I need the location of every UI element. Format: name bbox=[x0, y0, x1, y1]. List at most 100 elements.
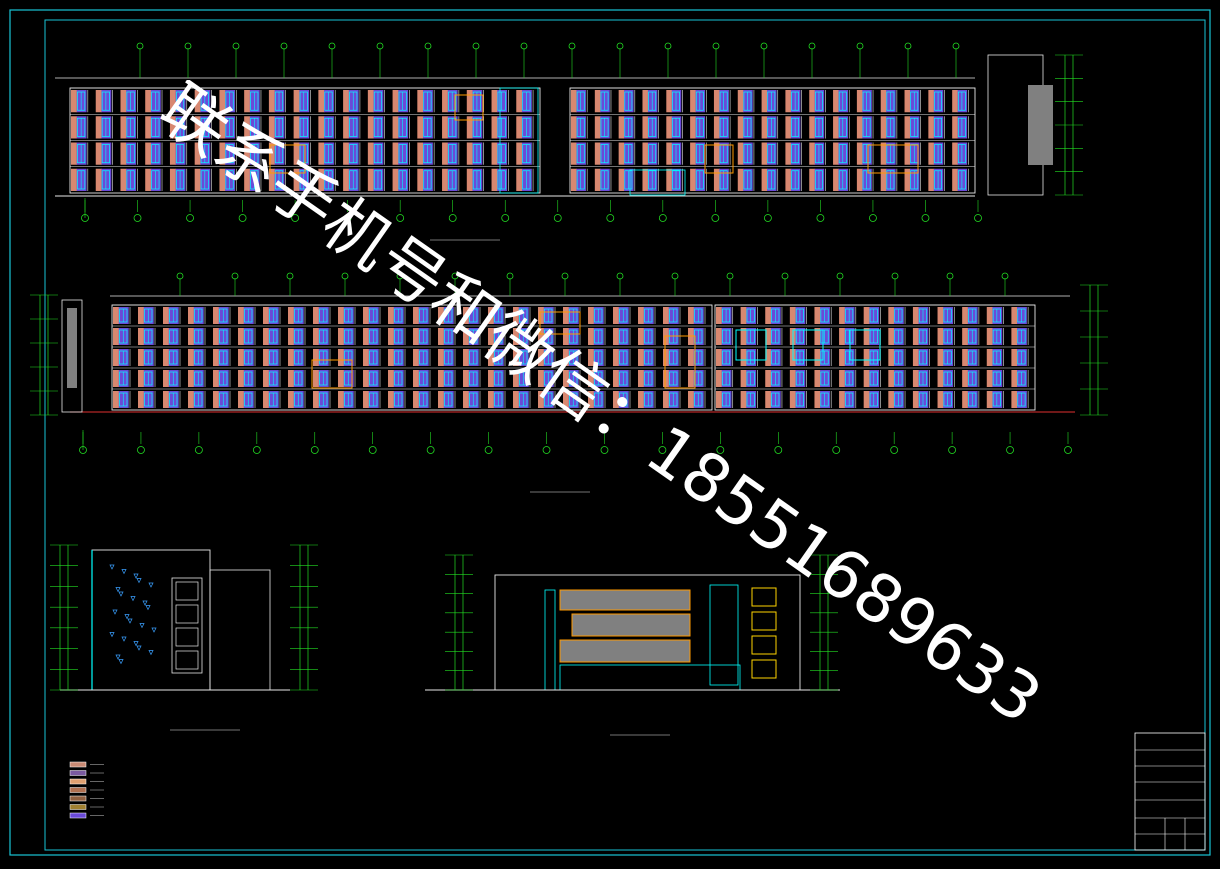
elev1-callout bbox=[856, 42, 864, 50]
side-elev-a-pattern bbox=[121, 636, 127, 642]
elev2-left-wall-panel bbox=[463, 307, 470, 324]
elev1-left-window-band bbox=[126, 168, 137, 191]
elev2-left-window-band bbox=[293, 370, 304, 387]
elev2-left-wall-panel bbox=[113, 328, 120, 345]
elev2-left-window-band bbox=[368, 307, 379, 324]
elev1-left-window-band bbox=[200, 142, 211, 165]
side-elev-a-pattern bbox=[115, 654, 121, 660]
elev2-right-window-band bbox=[795, 307, 806, 324]
elev1-right-wall-panel bbox=[713, 142, 720, 165]
elev2-left-wall-panel bbox=[538, 328, 545, 345]
elev2-right-window-band bbox=[967, 328, 978, 345]
elev1-right-window-band bbox=[862, 142, 872, 165]
elev2-right-wall-panel bbox=[888, 391, 895, 408]
elev2-axis-bubble bbox=[948, 446, 957, 454]
elev1-right-window-band bbox=[695, 168, 706, 191]
side-elev-b-window bbox=[751, 587, 777, 607]
elev1-right-window-band bbox=[671, 142, 682, 165]
elev1-left-window-band bbox=[101, 116, 112, 139]
elev2-right-window-band bbox=[746, 391, 757, 408]
elev1-right-window-band bbox=[695, 90, 706, 113]
elev1-left-window-band bbox=[348, 142, 359, 165]
elev1-axis-bubble bbox=[921, 214, 930, 222]
elev1-right-window-band bbox=[909, 116, 920, 139]
elev2-left-wall-panel bbox=[663, 370, 670, 387]
sheet-outer-frame bbox=[9, 9, 1211, 856]
elev2-left-wall-panel bbox=[138, 370, 145, 387]
elev2-left-wall-panel bbox=[488, 349, 495, 366]
elev2-right-wall-panel bbox=[740, 391, 747, 408]
elev2-left-window-band bbox=[218, 328, 229, 345]
elev1-right-window-band bbox=[814, 90, 825, 113]
elev1-right-wall-panel bbox=[594, 90, 601, 113]
elev2-right-window-band bbox=[746, 370, 757, 387]
elev2-left-wall-panel bbox=[238, 370, 245, 387]
elev2-right-window-band bbox=[992, 370, 1003, 387]
elev2-left-wall-panel bbox=[388, 307, 395, 324]
elev1-right-wall-panel bbox=[594, 168, 601, 191]
elev1-left-wall-panel bbox=[442, 168, 449, 191]
elev2-left-wall-panel bbox=[138, 307, 145, 324]
elev1-left-window-band bbox=[472, 168, 483, 191]
elev2-left-window-band bbox=[143, 349, 154, 366]
elev2-left-wall-panel bbox=[163, 391, 170, 408]
elev1-right-window-band bbox=[909, 168, 920, 191]
elev1-left-wall-panel bbox=[417, 142, 424, 165]
elev2-right-window-band bbox=[746, 307, 757, 324]
elev2-right-wall-panel bbox=[765, 349, 772, 366]
elev1-right-wall-panel bbox=[594, 116, 601, 139]
elev2-callout bbox=[726, 272, 734, 280]
elev1-right-wall-panel bbox=[809, 116, 816, 139]
elev2-right-window-band bbox=[770, 349, 781, 366]
elev2-right-window-band bbox=[943, 349, 954, 366]
elev2-left-wall-panel bbox=[238, 391, 245, 408]
elev1-left-window-band bbox=[76, 90, 87, 113]
elev2-left-wall-panel bbox=[663, 391, 670, 408]
elev2-frame bbox=[539, 311, 581, 335]
elev2-left-window-band bbox=[518, 328, 529, 345]
elev1-left-wall-panel bbox=[219, 168, 226, 191]
elev1-left-wall-panel bbox=[268, 116, 276, 139]
elev2-left-window-band bbox=[193, 307, 204, 324]
elev1-right-wall-panel bbox=[571, 168, 577, 191]
elev1-right-wall-panel bbox=[642, 116, 649, 139]
elev1-left-wall-panel bbox=[219, 90, 226, 113]
elev1-right-wall-panel bbox=[666, 168, 673, 191]
elev2-left-wall-panel bbox=[688, 391, 695, 408]
elev2-left-window-band bbox=[618, 328, 629, 345]
elev2-left-wall-panel bbox=[288, 391, 295, 408]
elev2-left-window-band bbox=[318, 328, 329, 345]
elev2-left-window-band bbox=[568, 349, 579, 366]
elev2-right-window-band bbox=[869, 370, 880, 387]
elev2-right-window-band bbox=[943, 391, 954, 408]
elev1-left-window-band bbox=[324, 116, 334, 139]
elev1-left-window-band bbox=[76, 142, 87, 165]
elev2-left-window-band bbox=[143, 370, 154, 387]
elev1-right-window-band bbox=[933, 142, 944, 165]
elev1-left-wall-panel bbox=[442, 116, 449, 139]
elev2-left-window-band bbox=[518, 391, 529, 408]
elev2-right-wall-panel bbox=[912, 307, 920, 324]
elev1-right-wall-panel bbox=[666, 116, 673, 139]
elev2-left-window-band bbox=[693, 349, 704, 366]
elev1-left-window-band bbox=[76, 116, 87, 139]
elev1-right-wall-panel bbox=[928, 90, 935, 113]
elev1-left-window-band bbox=[274, 116, 285, 139]
elev2-right-window-band bbox=[869, 307, 880, 324]
elev1-right-wall-panel bbox=[761, 168, 768, 191]
elev1-axis-bubble bbox=[711, 214, 720, 222]
elev1-right-window-band bbox=[719, 116, 729, 139]
elev2-callout bbox=[176, 272, 184, 280]
elev2-right-wall-panel bbox=[962, 307, 969, 324]
elev2-callout bbox=[341, 272, 349, 280]
elev1-left-wall-panel bbox=[417, 116, 424, 139]
elev2-left-wall-panel bbox=[488, 370, 495, 387]
elev2-left-wall-panel bbox=[638, 370, 645, 387]
elev2-left-wall-panel bbox=[213, 328, 220, 345]
elev2-left-wall-panel bbox=[288, 307, 295, 324]
elev1-right-window-band bbox=[933, 90, 944, 113]
elev2-left-window-band bbox=[518, 370, 529, 387]
elev2-left-window-band bbox=[118, 370, 129, 387]
elev2-left-window-band bbox=[593, 307, 604, 324]
elev2-left-window-band bbox=[193, 391, 204, 408]
